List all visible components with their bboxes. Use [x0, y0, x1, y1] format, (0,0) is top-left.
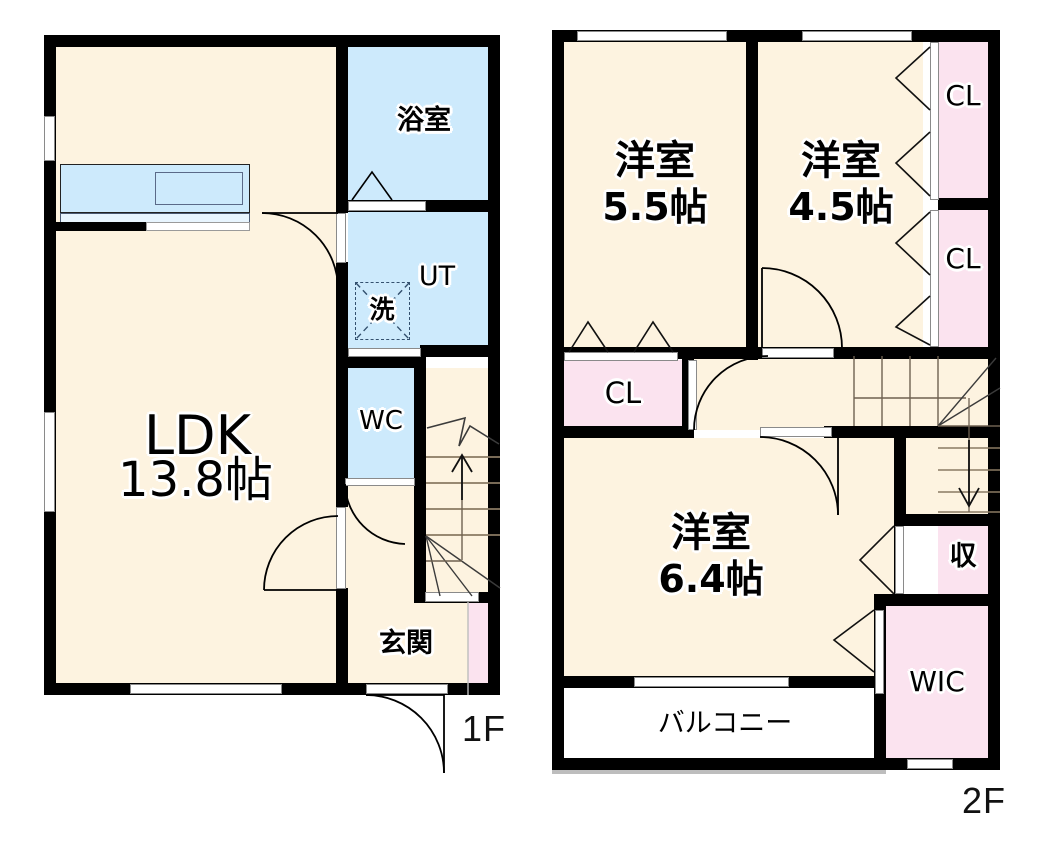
room-wc	[345, 368, 420, 483]
label-utility: UT	[418, 261, 456, 292]
window-entrance-door-frame	[366, 684, 448, 694]
room-hall	[345, 484, 420, 602]
wall-ldk-right-bottom	[336, 588, 348, 695]
label-bedroom-3: 洋室	[671, 510, 751, 556]
wall-closet-divider	[938, 198, 1000, 210]
window-ldk-left-lower	[44, 412, 55, 512]
wall-wc-right	[414, 357, 426, 507]
door-ldk-kitchen	[336, 213, 346, 263]
wall-2f-outer-left	[552, 30, 564, 770]
wall-ldk-right-lower	[336, 262, 348, 507]
closet-door-mid	[930, 210, 939, 347]
room-entrance	[345, 602, 468, 695]
balcony-rail	[552, 770, 886, 774]
wall-outer-top	[44, 35, 500, 47]
wall-bed1-bed2	[746, 30, 758, 360]
wall-stairs-2f-bottom	[894, 514, 1000, 526]
window-bedroom2-top	[802, 31, 912, 41]
door-utility	[348, 348, 421, 357]
label-entrance: 玄関	[379, 628, 433, 659]
room-ldk	[55, 35, 340, 695]
floor-plan-1f: LDK 13.8帖 浴室 UT 洗 WC 玄関 1F	[0, 0, 520, 800]
room-closet-top	[938, 42, 988, 200]
wall-2f-outer-bottom	[552, 758, 1000, 770]
label-bedroom-2: 洋室	[801, 138, 881, 184]
wall-hall-bottom-left	[552, 426, 694, 438]
window-bedroom3-bottom	[634, 677, 789, 687]
label-ldk: LDK	[143, 404, 252, 467]
wall-wic-top	[874, 594, 1000, 606]
room-hall-2f	[682, 356, 854, 430]
room-walk-in-closet	[886, 606, 988, 768]
window-bedroom1-top	[577, 31, 727, 41]
label-closet-top: CL	[945, 79, 981, 112]
door-bedroom3-hall	[760, 427, 832, 437]
label-bath: 浴室	[397, 105, 451, 136]
label-closet-hall: CL	[604, 376, 642, 410]
room-closet-hall	[564, 360, 682, 426]
room-closet-mid	[938, 210, 988, 347]
wall-stairs-2f-left	[894, 426, 906, 526]
floor-tag-2f: 2F	[962, 780, 1007, 821]
door-stairs-entrance	[425, 592, 479, 602]
window-ldk-bottom	[130, 684, 282, 694]
door-bath	[348, 201, 426, 211]
label-storage-small: 収	[949, 541, 977, 572]
floor-plan-2f: 洋室 5.5帖 洋室 4.5帖 CL CL CL 洋室 6.4帖 収 WIC バ…	[534, 0, 1054, 856]
wall-outer-left	[44, 35, 56, 695]
label-bedroom-3-size: 6.4帖	[658, 557, 764, 601]
wall-closet-mid-bottom	[923, 347, 1000, 359]
wall-ut-bottom	[420, 345, 500, 357]
label-bedroom-1: 洋室	[615, 138, 695, 184]
wall-washer-bottom	[336, 357, 426, 368]
closet-door-top	[930, 42, 939, 200]
window-ldk-left-upper	[44, 116, 55, 161]
label-wic: WIC	[909, 665, 965, 698]
wall-2f-outer-right	[988, 30, 1000, 770]
kitchen-counter-front	[146, 222, 250, 231]
kitchen-sink	[155, 172, 243, 205]
wall-bed3-top	[824, 426, 1000, 438]
wall-stairs-left	[414, 507, 426, 599]
wall-ldk-right-upper	[336, 35, 348, 213]
label-bedroom-2-size: 4.5帖	[788, 185, 894, 229]
label-ldk-size: 13.8帖	[118, 452, 273, 508]
label-wc: WC	[359, 406, 403, 436]
door-bedroom2-hall	[762, 348, 834, 358]
label-balcony: バルコニー	[657, 708, 793, 739]
door-wic	[875, 610, 884, 694]
room-balcony	[564, 688, 886, 768]
label-washer: 洗	[369, 295, 395, 324]
room-bedroom-1	[564, 42, 746, 347]
window-wic-bottom	[907, 759, 953, 769]
room-storage-small	[938, 526, 988, 594]
floor-tag-1f: 1F	[462, 708, 507, 749]
label-bedroom-1-size: 5.5帖	[602, 185, 708, 229]
label-closet-mid: CL	[945, 242, 981, 275]
door-wc	[345, 478, 415, 486]
door-hall-vertical	[688, 360, 697, 430]
wall-kitchen-back	[56, 222, 146, 231]
door-hall-ldk	[336, 507, 346, 589]
closet-door-hall	[564, 352, 678, 361]
door-storage-small	[895, 526, 904, 594]
